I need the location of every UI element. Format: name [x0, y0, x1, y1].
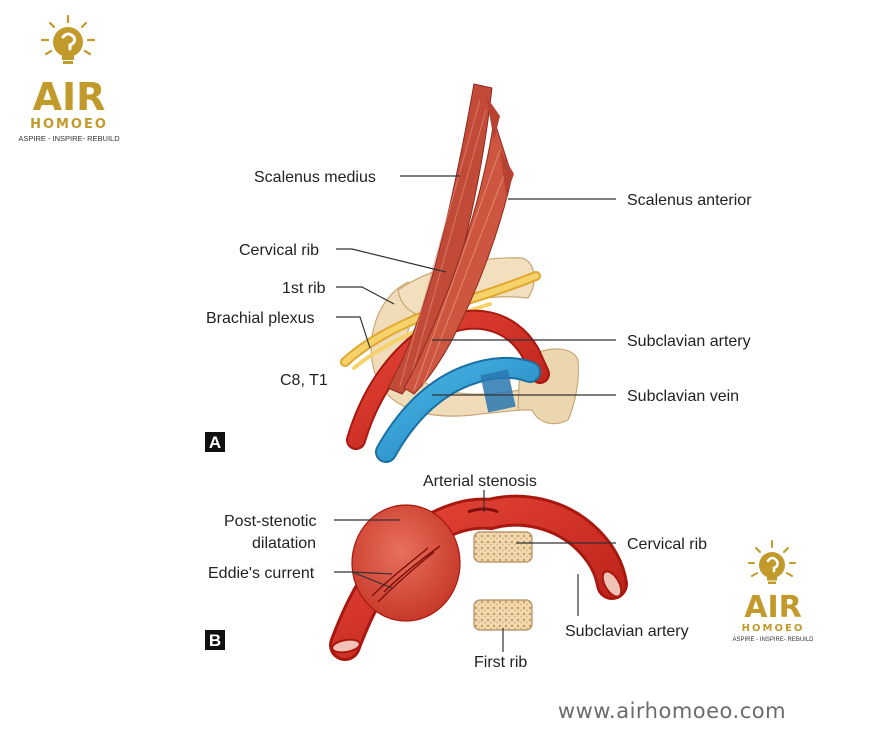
- cervical-rib-section: [473, 531, 533, 563]
- logo-subtitle: HOMOEO: [742, 623, 805, 634]
- panel-b-leader-lines: [334, 490, 616, 652]
- website-url: www.airhomoeo.com: [558, 699, 786, 723]
- logo-tagline: ASPIRE - INSPIRE- REBUILD: [732, 637, 814, 643]
- label-scalenus-medius: Scalenus medius: [254, 169, 376, 186]
- label-subclavian-artery-b: Subclavian artery: [565, 623, 689, 640]
- logo-bottom-right: AIR HOMOEO ASPIRE - INSPIRE- REBUILD: [732, 540, 814, 643]
- label-cervical-rib-a: Cervical rib: [239, 242, 319, 259]
- post-stenotic-dilatation-bulge: [351, 504, 461, 622]
- lightbulb-icon: [748, 540, 796, 584]
- scalenus-anterior-muscle: [403, 119, 513, 395]
- eddy-current-swirls: [371, 545, 441, 603]
- panel-a-marker: A: [205, 432, 225, 452]
- logo-subtitle: HOMOEO: [30, 117, 108, 132]
- lightbulb-icon: [40, 14, 96, 64]
- label-brachial-plexus: Brachial plexus: [206, 310, 315, 327]
- panel-a-letter: A: [209, 433, 221, 452]
- logo-top-left: AIR HOMOEO ASPIRE - INSPIRE- REBUILD: [18, 14, 120, 143]
- logo-text: AIR: [744, 590, 801, 625]
- label-subclavian-artery-a: Subclavian artery: [627, 333, 751, 350]
- label-c8-t1: C8, T1: [280, 372, 328, 389]
- label-subclavian-vein: Subclavian vein: [627, 388, 739, 405]
- label-post-stenotic-line1: Post-stenotic: [224, 513, 316, 530]
- panel-a-illustration: [340, 83, 579, 463]
- logo-tagline: ASPIRE - INSPIRE- REBUILD: [18, 134, 120, 143]
- label-scalenus-anterior: Scalenus anterior: [627, 192, 752, 209]
- label-first-rib-a: 1st rib: [282, 280, 326, 297]
- label-first-rib-b: First rib: [474, 654, 527, 671]
- label-arterial-stenosis: Arterial stenosis: [423, 473, 537, 490]
- panel-b-marker: B: [205, 630, 225, 650]
- vein-compression-band: [480, 369, 516, 413]
- logo-text: AIR: [33, 75, 106, 119]
- label-post-stenotic-line2: dilatation: [252, 535, 316, 552]
- panel-b-letter: B: [209, 631, 221, 650]
- scalenus-medius-muscle: [387, 83, 493, 395]
- panel-b-illustration: [329, 494, 628, 661]
- first-rib-section: [473, 599, 533, 631]
- panel-a-leader-lines: [336, 175, 616, 396]
- label-eddies-current: Eddie's current: [208, 565, 315, 582]
- label-cervical-rib-b: Cervical rib: [627, 536, 707, 553]
